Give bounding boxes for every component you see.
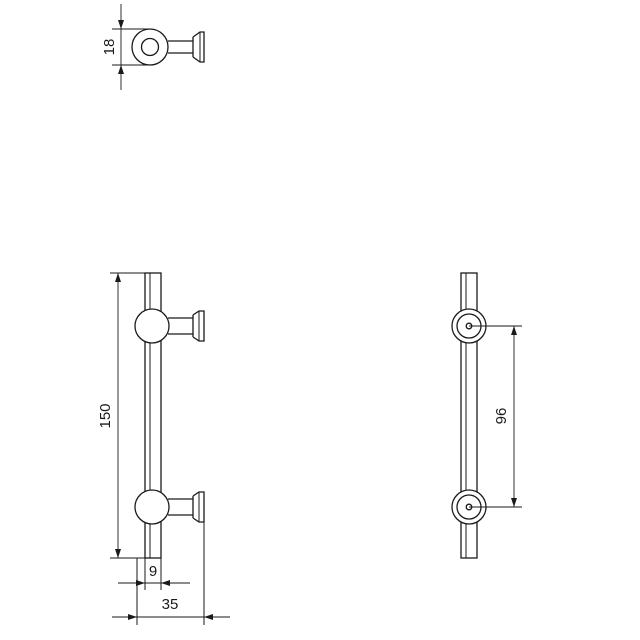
side-view-mount-upper xyxy=(134,308,205,344)
side-view-lower-stem xyxy=(168,498,193,516)
dim-label-knob-height: 18 xyxy=(101,39,118,56)
side-view-bar xyxy=(144,272,162,559)
top-view-ring-hole xyxy=(140,37,160,57)
dim-label-center-distance: 96 xyxy=(493,408,510,425)
top-view: 18 xyxy=(101,4,205,90)
top-view-ring xyxy=(131,28,169,66)
top-view-foot xyxy=(192,31,205,63)
dim-18-arrow-bottom xyxy=(118,65,124,74)
side-view-lower-ball xyxy=(134,489,170,525)
dim-35-arrow-right xyxy=(204,614,213,620)
dim-150-arrow-bottom xyxy=(115,549,121,558)
top-view-stem xyxy=(168,40,193,54)
dim-96-arrow-bottom xyxy=(511,498,517,507)
dim-label-overall-length: 150 xyxy=(97,403,114,428)
side-view-lower-foot xyxy=(192,491,205,523)
side-view: 150 9 35 xyxy=(97,272,230,625)
dim-150-arrow-top xyxy=(115,273,121,282)
side-view-upper-ball xyxy=(134,308,170,344)
dim-35-arrow-left xyxy=(128,614,137,620)
dim-9-arrow-right xyxy=(161,580,170,586)
side-view-mount-lower xyxy=(134,489,205,525)
dim-96-arrow-top xyxy=(511,326,517,335)
dim-18-arrow-top xyxy=(118,20,124,29)
front-view-bar xyxy=(460,272,478,559)
dim-9-arrow-left xyxy=(136,580,145,586)
dim-label-bar-diameter: 9 xyxy=(149,563,157,580)
side-view-upper-stem xyxy=(168,317,193,335)
front-view: 96 xyxy=(451,272,522,559)
side-view-upper-foot xyxy=(192,310,205,342)
dim-label-projection: 35 xyxy=(162,596,179,613)
